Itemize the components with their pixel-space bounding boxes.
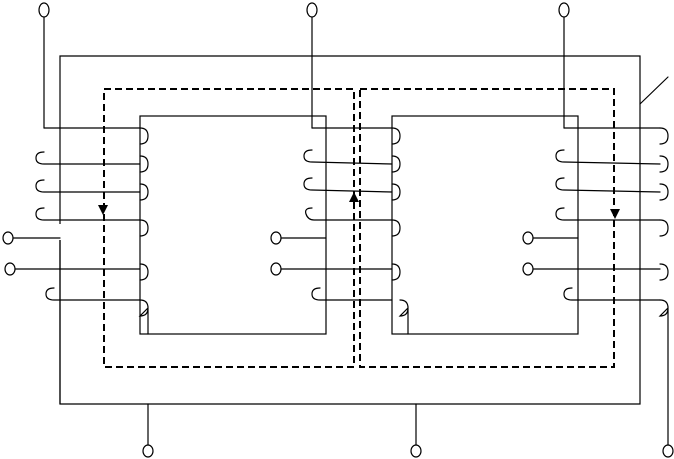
winding-center-leg xyxy=(279,16,409,335)
core-window-left xyxy=(139,115,327,335)
side-terminal-center-b xyxy=(270,262,282,276)
winding-right-leg xyxy=(531,16,669,446)
core-marker-line xyxy=(639,76,669,105)
flux-arrow-center xyxy=(349,192,359,202)
flux-path-right xyxy=(359,88,615,368)
top-terminal-1 xyxy=(38,2,50,18)
top-terminal-2 xyxy=(306,2,318,18)
side-terminal-left-b xyxy=(4,262,16,276)
side-terminal-right-a xyxy=(522,231,534,245)
flux-path-left xyxy=(103,88,355,368)
outer-core xyxy=(59,55,641,405)
core-window-right xyxy=(391,115,579,335)
bottom-terminal-2 xyxy=(410,444,422,458)
side-terminal-left-a xyxy=(2,231,14,245)
bottom-terminal-3 xyxy=(662,444,674,458)
flux-arrow-left xyxy=(98,205,108,215)
side-terminal-center-a xyxy=(270,231,282,245)
flux-arrow-right xyxy=(610,209,620,219)
top-terminal-3 xyxy=(558,2,570,18)
side-terminal-right-b xyxy=(522,262,534,276)
bottom-terminal-1 xyxy=(142,444,154,458)
winding-left-leg xyxy=(11,16,149,335)
